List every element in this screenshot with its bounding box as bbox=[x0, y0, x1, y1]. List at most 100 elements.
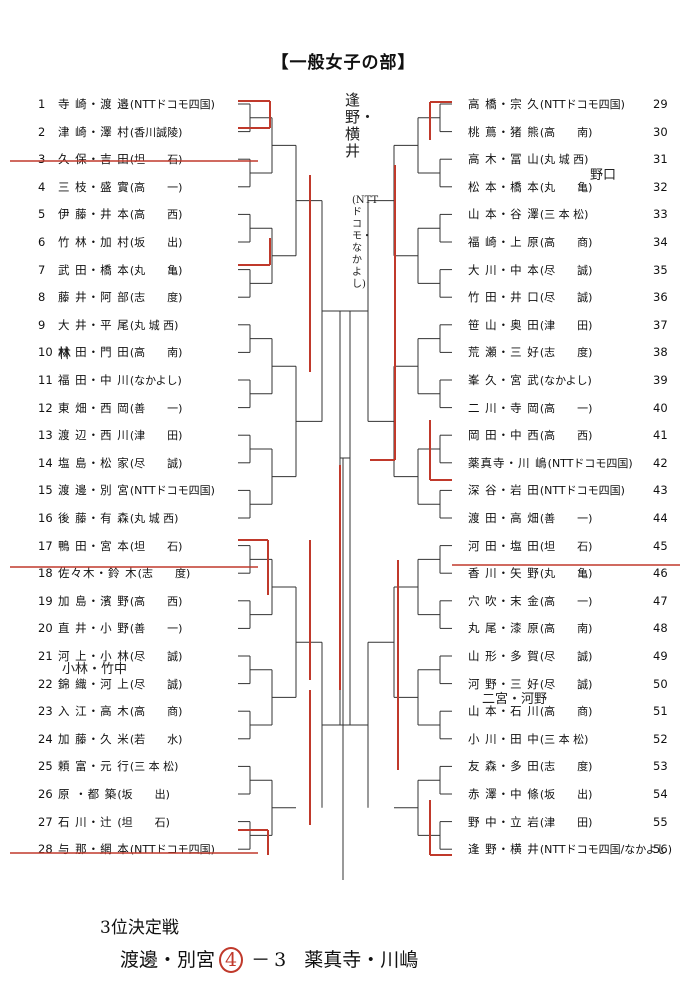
entry-pair: 赤 澤・中 條 bbox=[468, 787, 540, 801]
entry-pair: 頼 富・元 行 bbox=[58, 759, 130, 774]
entry-team: (坦 石) bbox=[539, 539, 593, 553]
entry-number: 51 bbox=[653, 704, 668, 719]
right-entry-56: 逢 野・横 井(NTTドコモ四国/なかよし)56 bbox=[468, 840, 678, 858]
entry-number: 26 bbox=[38, 787, 53, 801]
entry-pair: 津 崎・澤 村 bbox=[58, 124, 130, 139]
entry-pair: 林 田・門 田 bbox=[58, 345, 130, 360]
entry-number: 44 bbox=[653, 511, 668, 525]
right-entry-36: 竹 田・井 口(尽 誠)36 bbox=[468, 288, 678, 306]
entry-pair: 鴨 田・宮 本 bbox=[58, 538, 130, 553]
entry-team: (丸 城 西) bbox=[539, 153, 589, 167]
entry-pair: 高 橋・宗 久 bbox=[468, 97, 540, 111]
right-entry-31: 高 木・冨 山(丸 城 西)31 bbox=[468, 150, 678, 168]
entry-number: 38 bbox=[653, 345, 668, 360]
right-entry-44: 渡 田・高 畑(善 一)44 bbox=[468, 509, 678, 527]
entry-pair: 竹 田・井 口 bbox=[468, 290, 540, 305]
entry-pair: 後 藤・有 森 bbox=[58, 511, 130, 525]
entry-pair: 薬真寺・川 嶋 bbox=[468, 455, 548, 470]
entry-number: 39 bbox=[653, 373, 668, 387]
entry-number: 34 bbox=[653, 235, 668, 249]
right-entry-43: 深 谷・岩 田(NTTドコモ四国)43 bbox=[468, 481, 678, 499]
right-entry-48: 丸 尾・漆 原(高 南)48 bbox=[468, 619, 678, 637]
entry-pair: 穴 吹・末 金 bbox=[468, 593, 540, 608]
third-place-separator: － bbox=[251, 949, 271, 971]
right-entry-52: 小 川・田 中(三 本 松)52 bbox=[468, 730, 678, 748]
entry-team: (志 度) bbox=[539, 346, 593, 360]
entry-number: 12 bbox=[38, 400, 53, 415]
entry-number: 15 bbox=[38, 483, 53, 498]
entry-team: (尽 誠) bbox=[539, 677, 593, 691]
entry-team: (NTTドコモ四国) bbox=[547, 456, 633, 470]
entry-team: (高 西) bbox=[129, 594, 183, 608]
entry-number: 45 bbox=[653, 538, 668, 553]
entry-number: 17 bbox=[38, 538, 53, 553]
third-place-left-score: 4 bbox=[219, 947, 244, 973]
entry-pair: 河 野・三 好 bbox=[468, 676, 540, 691]
entry-pair: 逢 野・横 井 bbox=[468, 842, 540, 857]
entry-team: (高 商) bbox=[129, 705, 183, 719]
right-entry-42: 薬真寺・川 嶋(NTTドコモ四国) 42 bbox=[468, 454, 678, 472]
entry-pair: 三 枝・盛 實 bbox=[58, 179, 130, 194]
entry-pair: 伊 藤・井 本 bbox=[58, 207, 130, 222]
right-entry-37: 笹 山・奥 田(津 田)37 bbox=[468, 316, 678, 334]
entry-number: 11 bbox=[38, 373, 53, 387]
entry-pair: 大 川・中 本 bbox=[468, 262, 540, 277]
entry-number: 29 bbox=[653, 97, 668, 111]
entry-number: 8 bbox=[38, 290, 46, 305]
entry-number: 5 bbox=[38, 207, 46, 222]
entry-pair: 桃 蔦・猪 熊 bbox=[468, 124, 540, 139]
third-place-left-pair: 渡邊・別宮 bbox=[120, 949, 216, 971]
right-entry-32: 松 本・橋 本(丸 亀)32 bbox=[468, 178, 678, 196]
entry-pair: 二 川・寺 岡 bbox=[468, 400, 540, 415]
entry-team: (NTTドコモ四国/なかよし) bbox=[539, 843, 673, 857]
entry-team: (NTTドコモ四国) bbox=[539, 98, 625, 111]
entry-team: (高 南) bbox=[539, 622, 593, 636]
entry-number: 43 bbox=[653, 483, 668, 498]
entry-number: 37 bbox=[653, 317, 668, 332]
right-entry-40: 二 川・寺 岡(高 一)40 bbox=[468, 399, 678, 417]
entry-pair: 峯 久・宮 武 bbox=[468, 373, 540, 387]
entry-pair: 小 川・田 中 bbox=[468, 731, 540, 746]
entry-pair: 福 田・中 川 bbox=[58, 373, 130, 387]
correction-note-50: 二宮・河野 bbox=[482, 692, 548, 707]
entry-team: (三 本 松) bbox=[539, 732, 589, 746]
entry-team: (丸 亀) bbox=[539, 567, 593, 581]
entry-number: 31 bbox=[653, 152, 668, 167]
entry-number: 20 bbox=[38, 621, 53, 636]
entry-team: (善 一) bbox=[129, 401, 183, 415]
entry-number: 41 bbox=[653, 428, 668, 443]
right-entry-30: 桃 蔦・猪 熊(高 南)30 bbox=[468, 123, 678, 141]
entry-pair: 渡 邊・別 宮 bbox=[58, 483, 130, 498]
entry-number: 36 bbox=[653, 290, 668, 305]
entry-number: 42 bbox=[653, 455, 668, 470]
third-place-right-score: 3 bbox=[274, 949, 287, 971]
entry-number: 54 bbox=[653, 787, 668, 801]
entry-pair: 福 崎・上 原 bbox=[468, 235, 540, 249]
entry-number: 32 bbox=[653, 179, 668, 194]
entry-pair: 笹 山・奥 田 bbox=[468, 317, 540, 332]
entry-team: (坂 出) bbox=[129, 236, 183, 249]
entry-pair: 武 田・橋 本 bbox=[58, 262, 130, 277]
entry-team: (若 水) bbox=[129, 732, 183, 746]
entry-team: (尽 誠) bbox=[129, 677, 183, 691]
entry-number: 50 bbox=[653, 676, 668, 691]
entry-number: 28 bbox=[38, 842, 53, 857]
entry-number: 3 bbox=[38, 152, 46, 167]
right-entry-46: 香 川・矢 野(丸 亀)46 bbox=[468, 564, 678, 582]
entry-pair: 河 田・塩 田 bbox=[468, 538, 540, 553]
entry-pair: 加 藤・久 米 bbox=[58, 731, 130, 746]
entry-number: 25 bbox=[38, 759, 53, 774]
